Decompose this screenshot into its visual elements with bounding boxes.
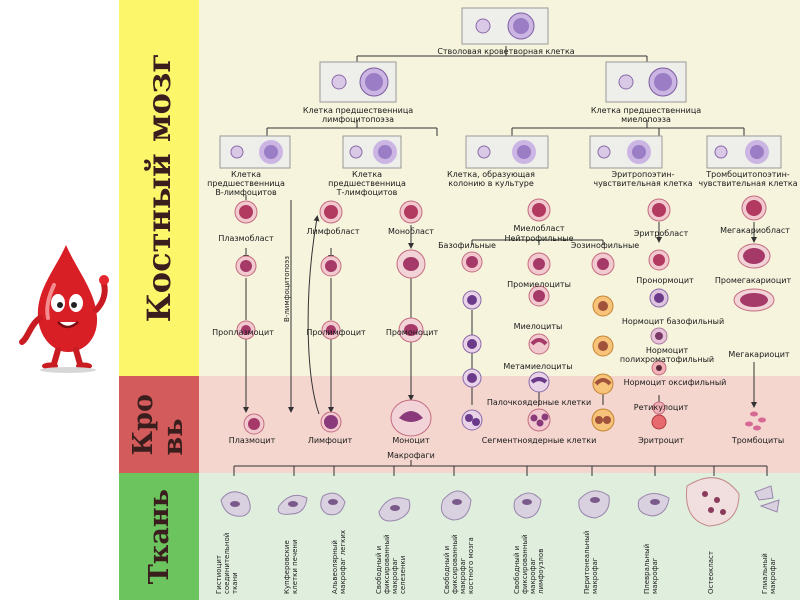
tissue-label: Ткань (143, 488, 175, 585)
tissue-label-8: Плевральный макрофаг (643, 543, 659, 594)
pronormocyte-label: Пронормоцит (636, 276, 694, 285)
normocyte-poly-label: Нормоцит полихроматофильный (619, 346, 715, 364)
lymphoblast-label: Лимфобласт (306, 227, 360, 236)
metamyelocytes-label: Метамиелоциты (503, 362, 573, 371)
lymphocyte-label: Лимфоцит (307, 436, 353, 445)
normocyte-oxy-label: Нормоцит оксифильный (623, 378, 727, 387)
tissue-label-1: Гистиоцит соединительной ткани (215, 532, 239, 594)
basophilic-label: Базофильные (438, 241, 496, 250)
tissue-label-9: Остеокласт (707, 551, 715, 594)
plasmocyte-label: Плазмоцит (228, 436, 276, 445)
lymph-progenitor-label: Клетка предшественница лимфоцитопоэза (302, 106, 414, 124)
tissue-label-6: Свободный и фиксированный макрофаг лимфо… (513, 534, 545, 594)
proplasmocyte-label: Проплазмоцит (212, 328, 274, 337)
myelocytes-label: Миелоциты (513, 322, 563, 331)
blood-drop-icon (19, 245, 109, 373)
b-lymphopoiesis-label: В-лимфоцитопоэз (283, 256, 291, 322)
promyelocytes-label: Промиелоциты (507, 280, 571, 289)
megakaryoblast-label: Мегакариобласт (720, 226, 790, 235)
tissue-label-2: Купферовские клетки печени (283, 539, 299, 594)
b-progenitor-label: Клетка предшественница В-лимфоцитов (207, 170, 285, 197)
normocyte-basophilic-label: Нормоцит базофильный (621, 317, 725, 326)
progenitor-row-boxes (219, 135, 782, 169)
prolymphocyte-label: Пролимфоцит (306, 328, 366, 337)
myeloblast-label: Миелобласт (513, 224, 565, 233)
bone-marrow-band: Костный мозг (119, 0, 199, 376)
tissue-macrophages (220, 477, 780, 527)
mid-cells (236, 285, 775, 395)
colony-label: Клетка, образующая колонию в культуре (447, 170, 535, 188)
eosinophilic-label: Эозинофильные (570, 241, 640, 250)
epo-label: Эритропоэтин- чувствительная клетка (593, 170, 693, 188)
stem-cell-label: Стволовая кроветворная клетка (437, 47, 575, 56)
segmented-label: Сегментноядерные клетки (481, 436, 597, 445)
tissue-label-3: Альвеолярный макрофаг легких (331, 529, 347, 594)
tissue-label-7: Перитонеальный макрофаг (583, 530, 599, 594)
neutrophilic-label: Нейтрофильные (504, 234, 574, 243)
band-cells-label: Палочкоядерные клетки (486, 398, 592, 407)
lineage-connectors (219, 7, 782, 527)
stem-cell-box (461, 7, 549, 45)
blood-band: Кро вь (119, 376, 199, 473)
myelo-progenitor-label: Клетка предшественница миелопоэза (590, 106, 702, 124)
tpo-label: Тромбоцитопоэтин- чувствительная клетка (698, 170, 798, 188)
blood-zone (199, 376, 800, 473)
tissue-label-5: Свободный и фиксированный макрофаг костн… (443, 534, 475, 594)
tissue-label-4: Свободный и фиксированный макрофаг селез… (375, 534, 407, 594)
blood-label: Кро вь (128, 393, 189, 456)
blood-cells (243, 399, 766, 437)
bone-marrow-label: Костный мозг (140, 53, 178, 323)
promonocyte-label: Промоноцит (385, 328, 439, 337)
t-progenitor-label: Клетка предшественница Т-лимфоцитов (328, 170, 406, 197)
macrophages-label: Макрофаги (387, 451, 435, 460)
hematopoiesis-diagram: Стволовая кроветворная клетка Клетка пре… (199, 0, 800, 600)
reticulocyte-label: Ретикулоцит (633, 403, 689, 412)
bone-marrow-zone (199, 0, 800, 376)
erythrocyte-label: Эритроцит (638, 436, 684, 445)
tissue-band: Ткань (119, 473, 199, 600)
monocyte-label: Моноцит (392, 436, 430, 445)
blast-cells (234, 195, 767, 224)
erythroblast-label: Эритробласт (633, 229, 689, 238)
myelo-progenitor-box (605, 61, 687, 103)
pro-cells (235, 243, 771, 279)
tissue-label-10: Глиальный макрофаг (761, 553, 777, 594)
blood-drop-mascot (19, 245, 109, 373)
megakaryocyte-label: Мегакариоцит (728, 350, 790, 359)
thrombocytes-label: Тромбоциты (731, 436, 785, 445)
promegakaryocyte-label: Промегакариоцит (714, 276, 792, 285)
monoblast-label: Монобласт (388, 227, 434, 236)
plasmoblast-label: Плазмобласт (218, 234, 274, 243)
lymph-progenitor-box (319, 61, 397, 103)
